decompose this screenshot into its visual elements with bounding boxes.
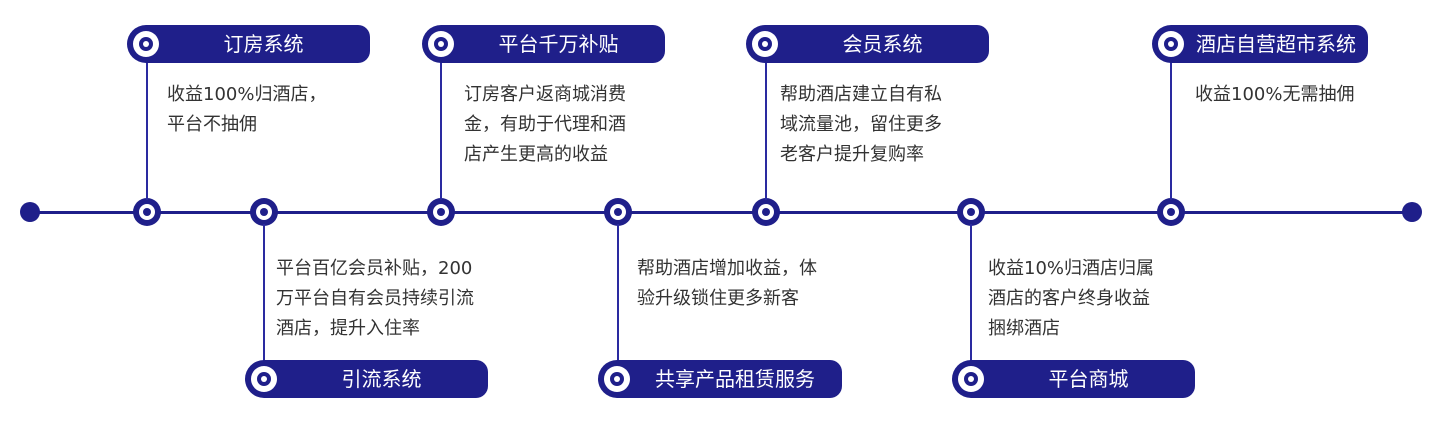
timeline-node — [752, 198, 780, 226]
target-icon — [1158, 31, 1184, 57]
label-shared-rental: 共享产品租赁服务 — [598, 360, 842, 398]
connector-line — [440, 60, 442, 200]
label-traffic-system: 引流系统 — [245, 360, 488, 398]
desc-platform-mall: 收益10%归酒店归属 酒店的客户终身收益 捆绑酒店 — [988, 258, 1155, 339]
timeline-node — [133, 198, 161, 226]
connector-line — [263, 224, 265, 364]
target-icon — [133, 31, 159, 57]
label-member-system: 会员系统 — [746, 25, 989, 63]
timeline-node — [957, 198, 985, 226]
connector-line — [617, 224, 619, 364]
desc-booking-system: 收益100%归酒店， 平台不抽佣 — [167, 84, 327, 135]
label-hotel-supermarket: 酒店自营超市系统 — [1152, 25, 1368, 63]
target-icon — [752, 31, 778, 57]
connector-line — [1170, 60, 1172, 200]
desc-hotel-supermarket: 收益100%无需抽佣 — [1195, 84, 1355, 105]
desc-platform-subsidy: 订房客户返商城消费 金，有助于代理和酒 店产生更高的收益 — [464, 84, 626, 165]
timeline-node — [427, 198, 455, 226]
desc-traffic-system: 平台百亿会员补贴，200 万平台自有会员持续引流 酒店，提升入住率 — [276, 258, 474, 339]
desc-shared-rental: 帮助酒店增加收益，体 验升级锁住更多新客 — [637, 258, 817, 309]
timeline-node — [250, 198, 278, 226]
target-icon — [604, 366, 630, 392]
connector-line — [146, 60, 148, 200]
timeline-start-dot — [20, 202, 40, 222]
timeline-node — [1157, 198, 1185, 226]
timeline-line — [30, 211, 1412, 214]
label-platform-subsidy: 平台千万补贴 — [422, 25, 665, 63]
label-platform-mall: 平台商城 — [952, 360, 1195, 398]
target-icon — [428, 31, 454, 57]
connector-line — [765, 60, 767, 200]
timeline-node — [604, 198, 632, 226]
timeline-end-dot — [1402, 202, 1422, 222]
target-icon — [251, 366, 277, 392]
connector-line — [970, 224, 972, 364]
desc-member-system: 帮助酒店建立自有私 域流量池，留住更多 老客户提升复购率 — [780, 84, 942, 165]
target-icon — [958, 366, 984, 392]
label-booking-system: 订房系统 — [127, 25, 370, 63]
